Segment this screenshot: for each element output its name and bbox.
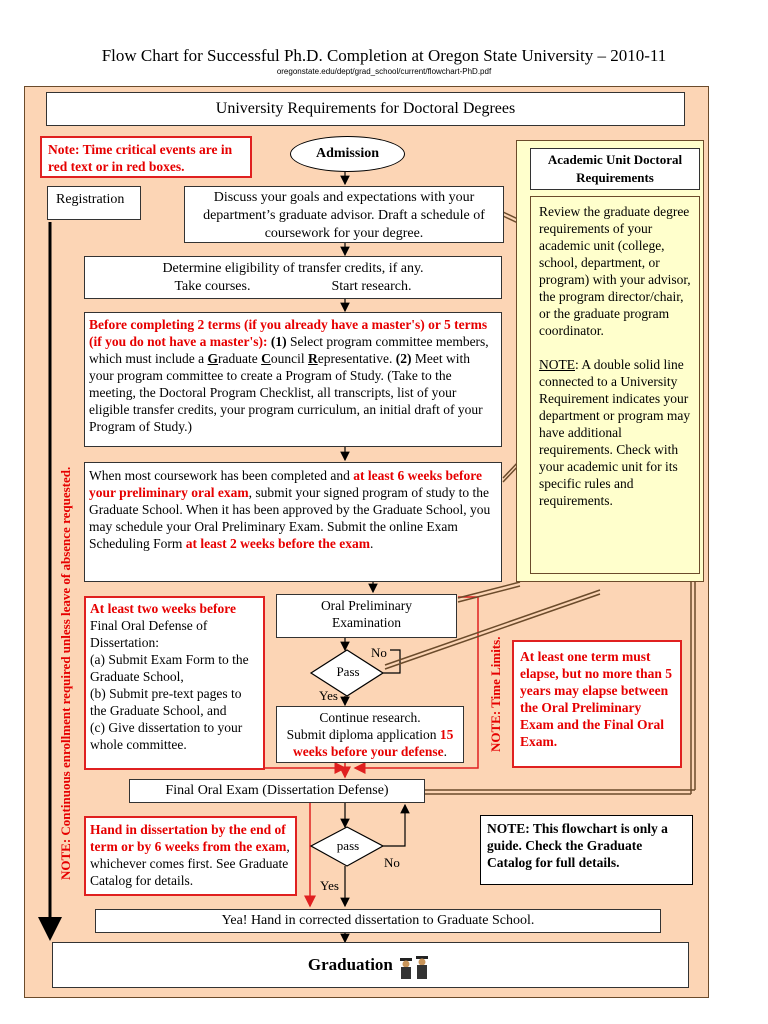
hand-in-deadline: Hand in dissertation by the end of term … bbox=[90, 822, 287, 854]
university-requirements-header: University Requirements for Doctoral Deg… bbox=[46, 92, 685, 126]
coursework-text-3: . bbox=[369, 536, 374, 551]
gcr-ouncil: ouncil bbox=[270, 351, 305, 366]
academic-unit-body: Review the graduate degree requirements … bbox=[530, 196, 700, 574]
transfer-credits-box: Determine eligibility of transfer credit… bbox=[84, 256, 502, 299]
graduation-label: Graduation bbox=[307, 955, 393, 974]
no-label-2: No bbox=[384, 855, 400, 870]
no-label-1: No bbox=[371, 645, 387, 660]
start-research: Start research. bbox=[331, 279, 412, 294]
diploma-deadline: 15 weeks before your defense bbox=[293, 727, 454, 759]
take-courses: Take courses. bbox=[174, 279, 251, 294]
coursework-complete-box: When most coursework has been completed … bbox=[84, 462, 502, 582]
coursework-deadline-2: at least 2 weeks before the exam bbox=[185, 536, 370, 551]
two-weeks-before-box: At least two weeks before Final Oral Def… bbox=[84, 596, 265, 770]
gcr-g: G bbox=[207, 351, 218, 366]
source-url: oregonstate.edu/dept/grad_school/current… bbox=[276, 67, 492, 76]
diploma-period: . bbox=[443, 744, 447, 759]
hand-in-corrected-box: Yea! Hand in corrected dissertation to G… bbox=[95, 909, 661, 933]
gcr-c: C bbox=[261, 351, 271, 366]
continue-research-line: Continue research. bbox=[319, 710, 421, 725]
diploma-line: Submit diploma application 15 weeks befo… bbox=[279, 726, 461, 760]
final-oral-exam-box: Final Oral Exam (Dissertation Defense) bbox=[129, 779, 425, 803]
graduation-box: Graduation bbox=[52, 942, 689, 988]
academic-unit-note: NOTE: A double solid line connected to a… bbox=[539, 356, 691, 509]
committee-text-2: Meet with your program committee to crea… bbox=[89, 351, 483, 434]
hand-in-body: , whichever comes first. See Graduate Ca… bbox=[90, 839, 290, 888]
coursework-text-1: When most coursework has been completed … bbox=[89, 468, 354, 483]
two-weeks-c: (c) Give dissertation to your whole comm… bbox=[90, 720, 243, 752]
two-weeks-a: (a) Submit Exam Form to the Graduate Sch… bbox=[90, 652, 249, 684]
yes-label-1: Yes bbox=[319, 688, 338, 703]
graduates-icon bbox=[397, 953, 433, 980]
committee-text-1: Select program committee members, which … bbox=[89, 334, 489, 366]
diploma-text: Submit diploma application bbox=[286, 727, 440, 742]
discuss-goals-box: Discuss your goals and expectations with… bbox=[184, 186, 504, 243]
step-1: (1) bbox=[270, 334, 287, 349]
continuous-enrollment-note: NOTE: Continuous enrollment required unl… bbox=[58, 466, 73, 880]
gcr-r: R bbox=[307, 351, 318, 366]
hand-in-box: Hand in dissertation by the end of term … bbox=[84, 816, 297, 896]
registration-box: Registration bbox=[47, 186, 141, 220]
coursework-deadline-1: at least 6 weeks before your preliminary… bbox=[89, 468, 483, 500]
gcr-epresentative: epresentative. bbox=[317, 351, 396, 366]
admission-node: Admission bbox=[290, 136, 405, 172]
oral-preliminary-box: Oral Preliminary Examination bbox=[276, 594, 457, 638]
program-committee-box: Before completing 2 terms (if you alread… bbox=[84, 312, 502, 447]
pass-label-2: pass bbox=[336, 838, 360, 853]
time-limits-note: NOTE: Time Limits. bbox=[488, 636, 503, 752]
academic-unit-title: Academic Unit Doctoral Requirements bbox=[530, 148, 700, 190]
two-weeks-deadline: At least two weeks before bbox=[90, 601, 236, 616]
coursework-text-2: , submit your signed program of study to… bbox=[89, 485, 491, 551]
gcr-raduate: raduate bbox=[218, 351, 262, 366]
academic-unit-review: Review the graduate degree requirements … bbox=[539, 204, 691, 338]
committee-deadline: Before completing 2 terms (if you alread… bbox=[89, 317, 488, 349]
continue-research-box: Continue research. Submit diploma applic… bbox=[276, 706, 464, 763]
note-time-critical: Note: Time critical events are in red te… bbox=[40, 136, 252, 178]
two-weeks-body: Final Oral Defense of Dissertation: bbox=[90, 618, 208, 650]
note-body: : A double solid line connected to a Uni… bbox=[539, 357, 691, 508]
step-2: (2) bbox=[395, 351, 412, 366]
pass-label-1: Pass bbox=[336, 664, 360, 679]
note-label: NOTE bbox=[539, 357, 575, 372]
transfer-line1: Determine eligibility of transfer credit… bbox=[162, 261, 424, 276]
one-term-box: At least one term must elapse, but no mo… bbox=[512, 640, 682, 768]
two-weeks-b: (b) Submit pre-text pages to the Graduat… bbox=[90, 686, 242, 718]
page-title: Flow Chart for Successful Ph.D. Completi… bbox=[101, 46, 667, 65]
transfer-line2: Take courses. Start research. bbox=[91, 278, 495, 296]
note-flowchart-guide: NOTE: This flowchart is only a guide. Ch… bbox=[480, 815, 693, 885]
yes-label-2: Yes bbox=[320, 878, 339, 893]
